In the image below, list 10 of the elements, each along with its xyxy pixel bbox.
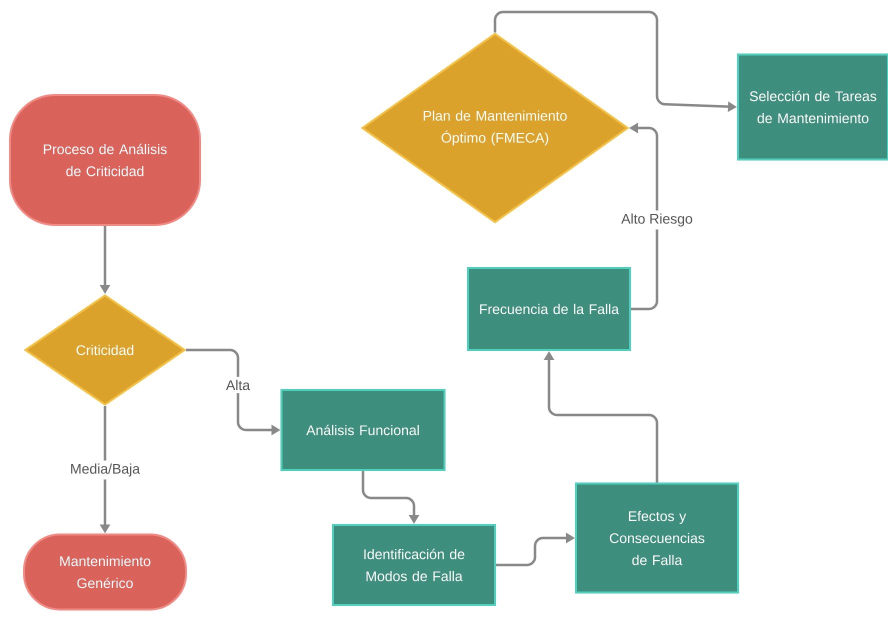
edge-label: Alto Riesgo	[618, 210, 696, 230]
terminal-pill: Proceso de Análisis de Criticidad	[9, 94, 201, 226]
process-box: Análisis Funcional	[280, 389, 446, 471]
process-box: Efectos y Consecuencias de Falla	[575, 482, 740, 594]
process-box: Frecuencia de la Falla	[467, 267, 631, 351]
process-box: Selección de Tareas de Mantenimiento	[737, 54, 888, 160]
process-box: Identificación de Modos de Falla	[332, 524, 496, 606]
edge-label: Media/Baja	[66, 460, 144, 480]
edge-label: Alta	[222, 376, 254, 394]
terminal-pill: Mantenimiento Genérico	[23, 534, 187, 610]
